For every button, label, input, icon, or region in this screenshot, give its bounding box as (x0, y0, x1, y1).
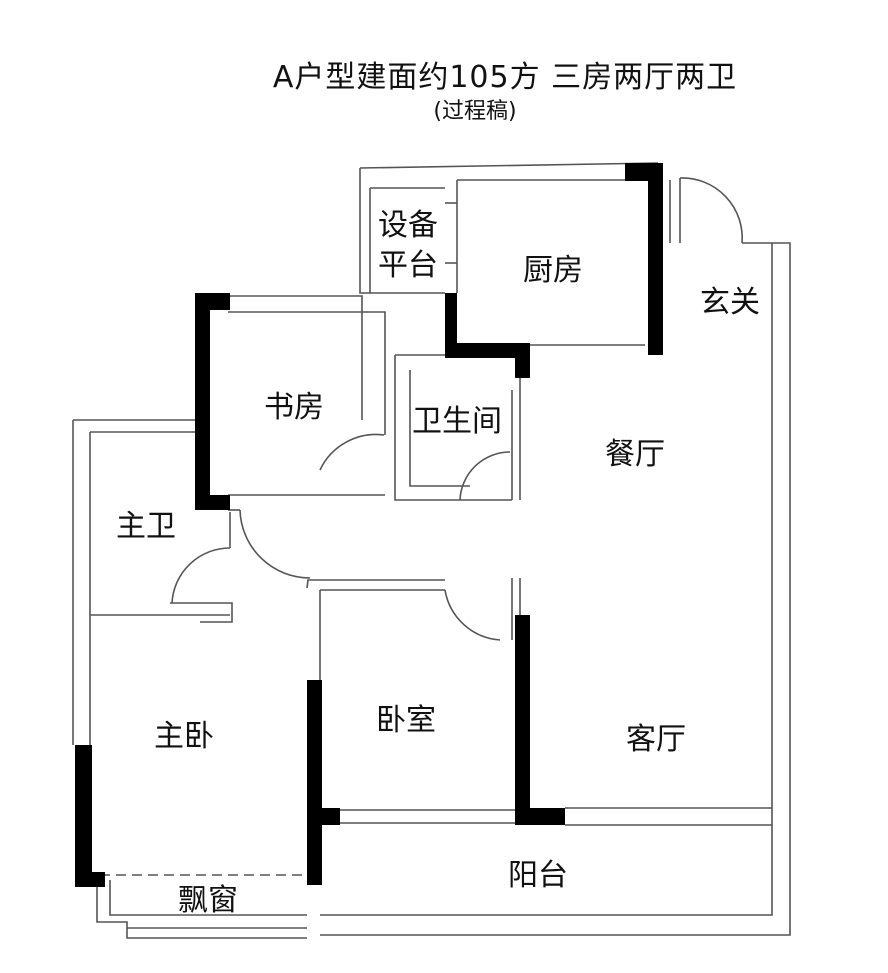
room-kitchen: 厨房 (523, 253, 583, 288)
room-bedroom: 卧室 (376, 703, 436, 738)
room-balcony: 阳台 (508, 858, 568, 893)
plan-title: A户型建面约105方 三房两厅两卫 (272, 60, 738, 95)
room-bay-window: 飘窗 (178, 883, 238, 918)
room-entrance: 玄关 (700, 285, 760, 320)
plan-subtitle: (过程稿) (433, 99, 517, 124)
room-living: 客厅 (626, 722, 686, 757)
room-master-bedroom: 主卧 (154, 719, 214, 754)
wall-bedroom-left (307, 680, 322, 885)
wall-master-left (75, 745, 92, 887)
outer-wall-right (320, 242, 791, 936)
room-guest-bathroom: 卫生间 (412, 404, 502, 439)
wall-kitchen-right (648, 163, 663, 355)
outer-wall (359, 162, 659, 169)
outer-wall-top-left (359, 168, 445, 294)
room-master-bathroom: 主卫 (116, 509, 176, 544)
room-dining: 餐厅 (605, 437, 665, 472)
wall-kitchen-bottom (445, 293, 457, 355)
room-equipment-platform-label: 设备 平台 (378, 208, 438, 283)
room-study: 书房 (264, 390, 324, 425)
room-equipment-platform: 设备 平台 (378, 206, 438, 286)
wall-study-left (195, 293, 210, 505)
wall-living-left (515, 615, 530, 825)
